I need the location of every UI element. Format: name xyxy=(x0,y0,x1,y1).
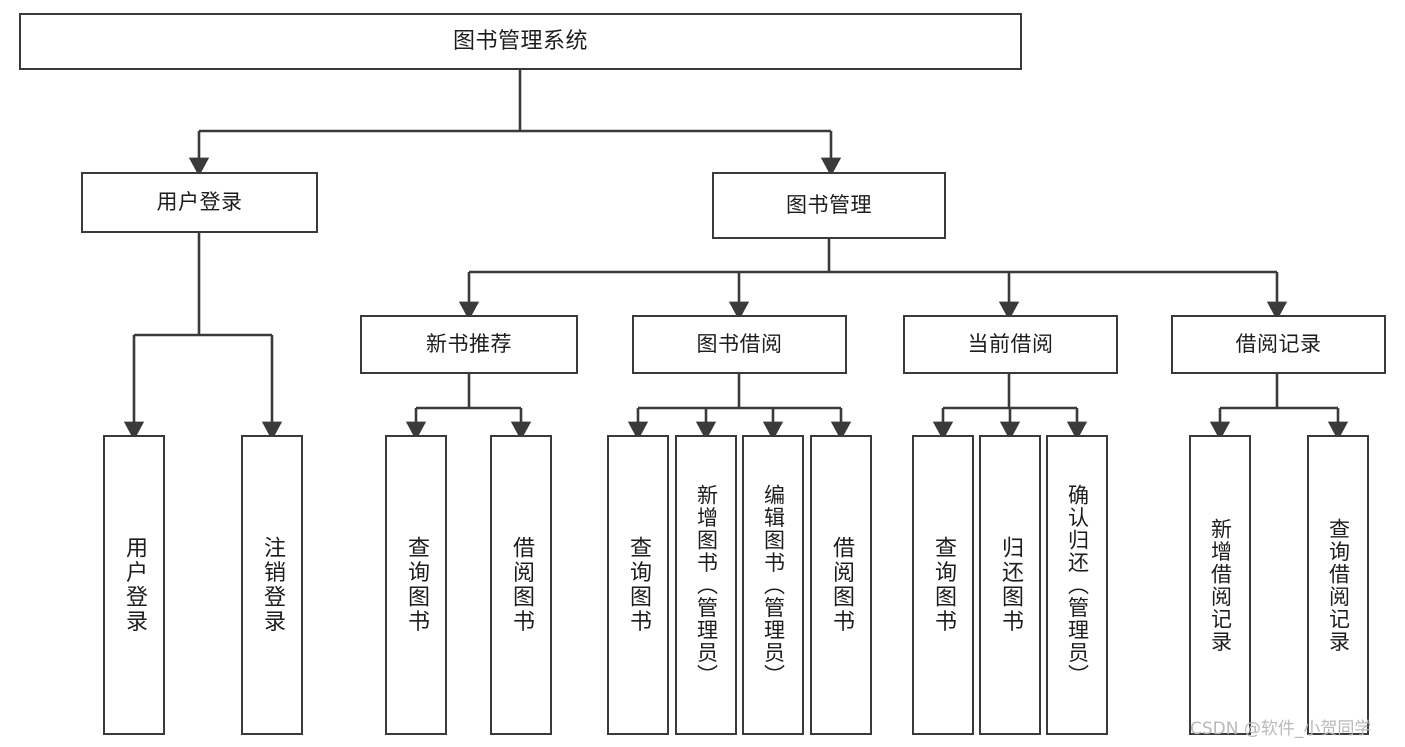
node-label: 借阅图书 xyxy=(829,536,854,634)
node-leaf-query-borrow-record[interactable]: 查询借阅记录 xyxy=(1307,435,1369,735)
node-current-borrow[interactable]: 当前借阅 xyxy=(903,315,1118,374)
node-label: 注销登录 xyxy=(260,536,285,634)
node-leaf-user-login[interactable]: 用户登录 xyxy=(103,435,165,735)
node-label: 确认归还（管理员） xyxy=(1065,483,1090,687)
node-label: 图书管理 xyxy=(786,193,872,218)
node-label: 新增图书（管理员） xyxy=(694,483,719,687)
node-label: 查询借阅记录 xyxy=(1326,517,1351,653)
node-label: 编辑图书（管理员） xyxy=(761,483,786,687)
node-leaf-logout[interactable]: 注销登录 xyxy=(241,435,303,735)
node-leaf-borrow-book-recommend[interactable]: 借阅图书 xyxy=(490,435,552,735)
node-leaf-add-borrow-record[interactable]: 新增借阅记录 xyxy=(1189,435,1251,735)
node-borrow-record[interactable]: 借阅记录 xyxy=(1171,315,1386,374)
node-label: 借阅记录 xyxy=(1235,332,1322,357)
node-leaf-borrow-book[interactable]: 借阅图书 xyxy=(810,435,872,735)
node-book-borrow[interactable]: 图书借阅 xyxy=(632,315,847,374)
node-leaf-query-book-recommend[interactable]: 查询图书 xyxy=(385,435,447,735)
node-leaf-confirm-return-admin[interactable]: 确认归还（管理员） xyxy=(1046,435,1108,735)
node-leaf-edit-book-admin[interactable]: 编辑图书（管理员） xyxy=(742,435,804,735)
node-book-management[interactable]: 图书管理 xyxy=(712,172,946,239)
node-leaf-query-book-current[interactable]: 查询图书 xyxy=(912,435,974,735)
node-label: 新增借阅记录 xyxy=(1208,517,1233,653)
watermark: CSDN @软件_小贺同学 xyxy=(1190,719,1372,739)
node-label: 新书推荐 xyxy=(426,332,512,357)
node-label: 借阅图书 xyxy=(509,536,534,634)
node-label: 当前借阅 xyxy=(967,332,1054,357)
node-leaf-add-book-admin[interactable]: 新增图书（管理员） xyxy=(675,435,737,735)
node-leaf-query-book-borrow[interactable]: 查询图书 xyxy=(607,435,669,735)
node-user-login[interactable]: 用户登录 xyxy=(81,172,318,233)
node-label: 图书管理系统 xyxy=(452,28,588,54)
node-label: 归还图书 xyxy=(998,536,1023,634)
node-label: 查询图书 xyxy=(404,536,429,634)
node-new-book-recommend[interactable]: 新书推荐 xyxy=(360,315,578,374)
node-label: 用户登录 xyxy=(156,190,243,215)
node-label: 图书借阅 xyxy=(696,332,783,357)
node-leaf-return-book[interactable]: 归还图书 xyxy=(979,435,1041,735)
node-label: 查询图书 xyxy=(931,536,956,634)
node-label: 用户登录 xyxy=(122,536,147,634)
node-label: 查询图书 xyxy=(626,536,651,634)
node-root-system[interactable]: 图书管理系统 xyxy=(19,13,1022,70)
